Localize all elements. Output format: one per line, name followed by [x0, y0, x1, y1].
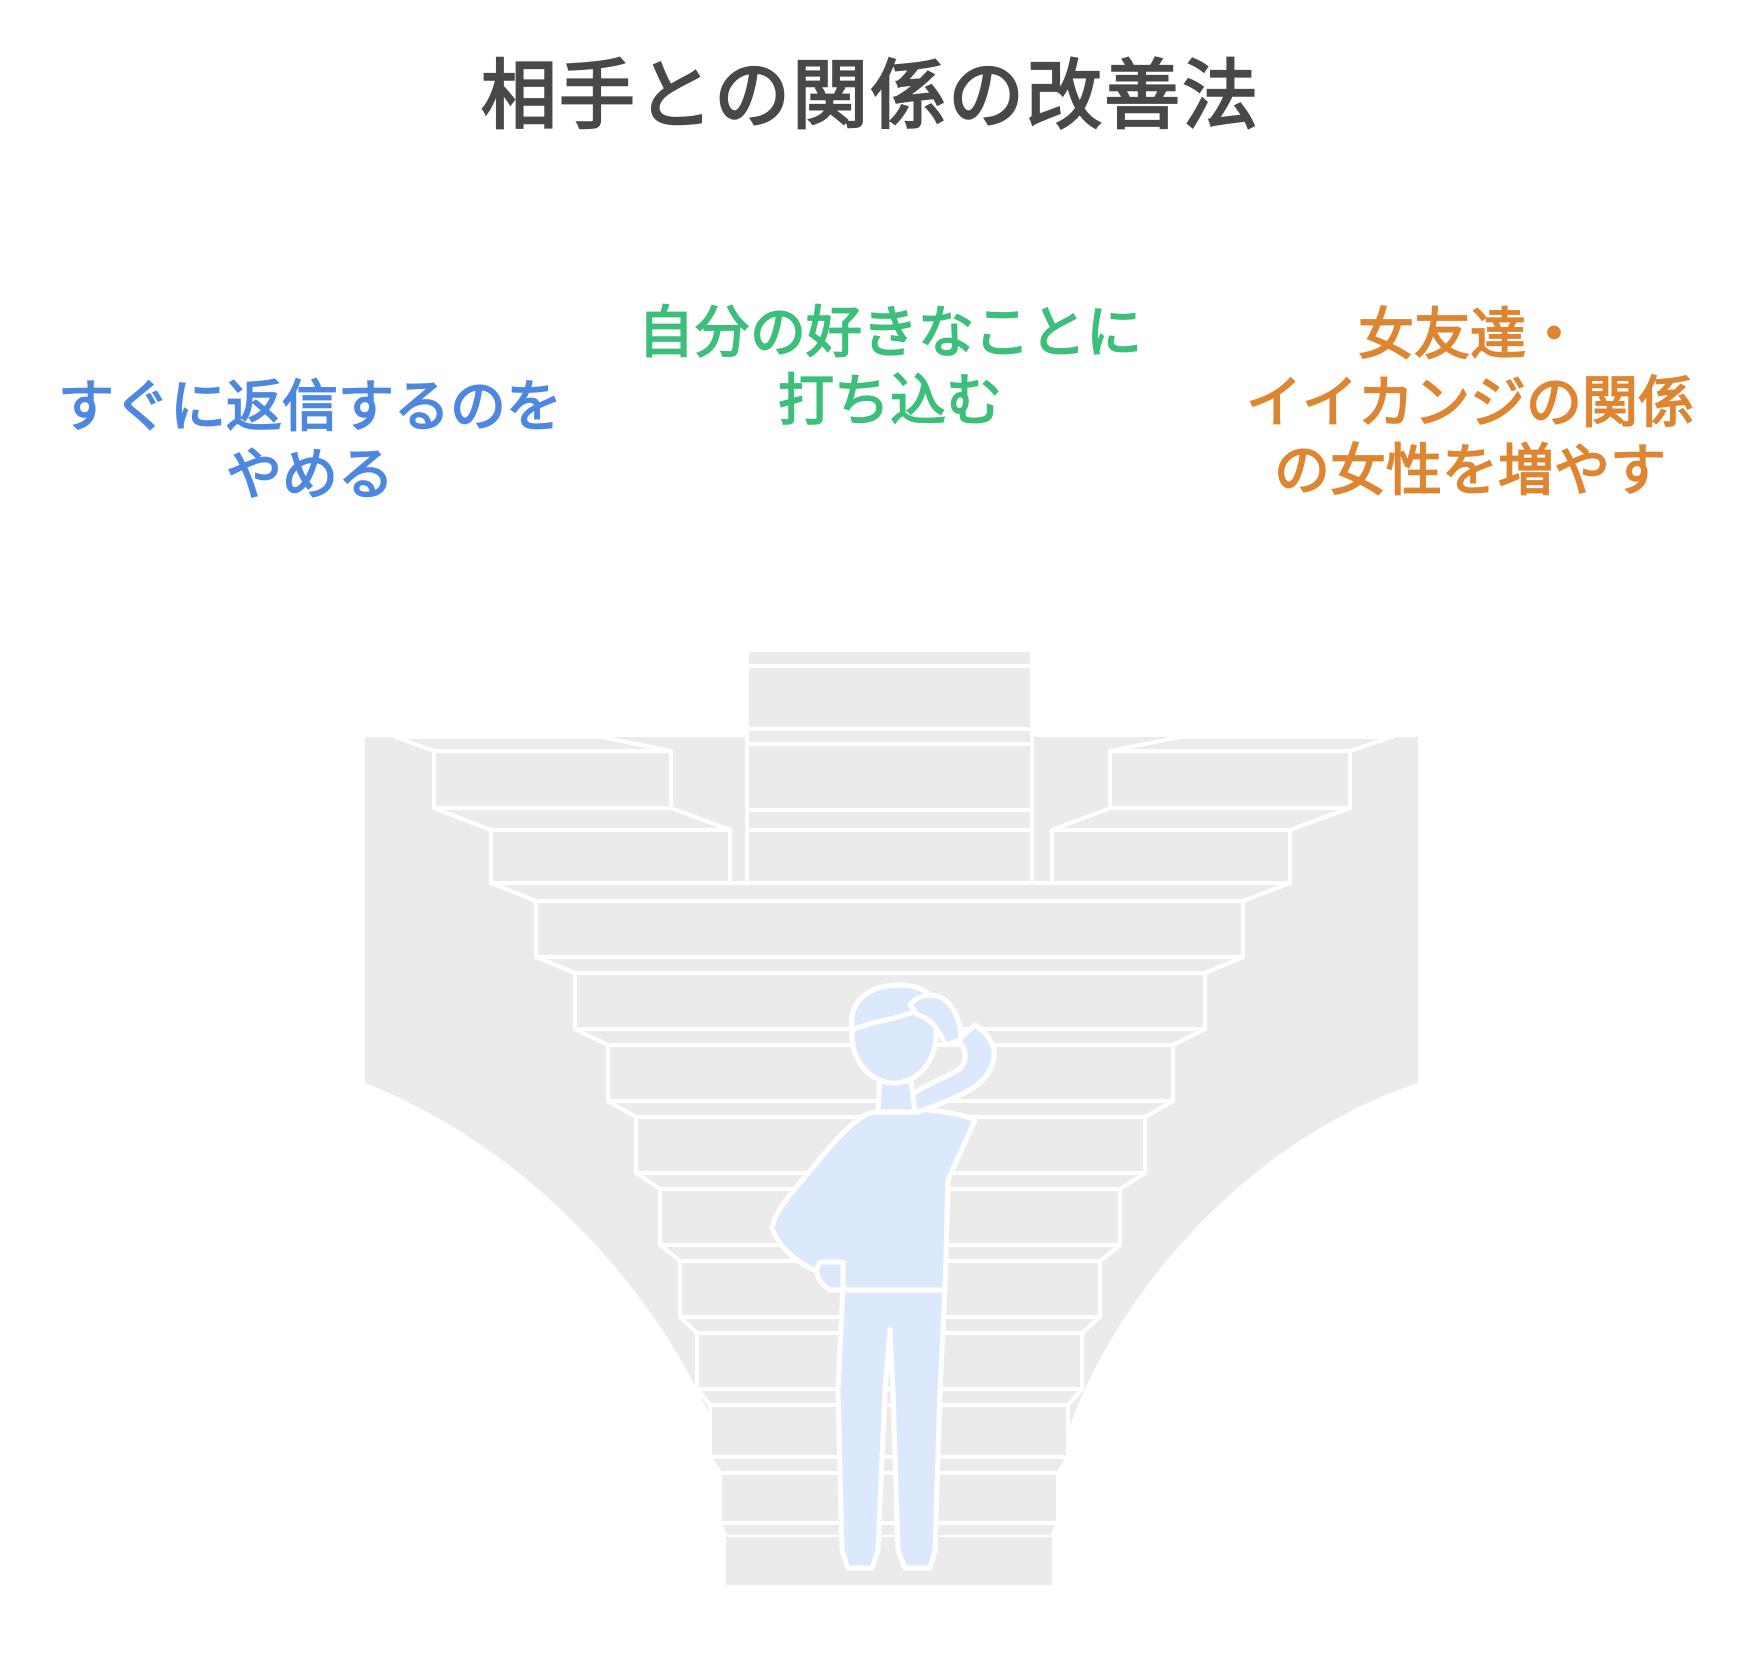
option-right-line-1: 女友達・ — [1358, 303, 1582, 368]
center-column-cap — [745, 648, 1034, 668]
option-right-line-3: の女性を増やす — [1274, 439, 1666, 504]
thinking-person-icon — [769, 982, 997, 1571]
main-step-10 — [726, 1537, 1052, 1585]
person-torso — [769, 1105, 978, 1293]
option-label-right: 女友達・ イイカンジの関係 の女性を増やす — [1210, 302, 1730, 506]
person-legs — [835, 1284, 948, 1571]
option-right-line-2: イイカンジの関係 — [1246, 371, 1694, 436]
main-ledge — [489, 881, 1292, 903]
main-step-1-ledge — [534, 955, 1245, 975]
page-title: 相手との関係の改善法 — [480, 51, 1261, 140]
right-branch-step-2 — [1050, 828, 1292, 885]
main-step-8 — [708, 1403, 1070, 1459]
main-step-1 — [534, 899, 1245, 959]
person-head-hand — [907, 992, 963, 1048]
option-left-line-2: やめる — [226, 443, 394, 508]
center-column-block-1 — [745, 664, 1034, 731]
center-column-band-2 — [745, 808, 1034, 832]
person-raised-arm — [902, 1022, 997, 1115]
option-center-line-2: 打ち込む — [778, 369, 1002, 434]
option-center-line-1: 自分の好きなことに — [638, 301, 1142, 366]
main-step-9 — [718, 1471, 1060, 1525]
main-step-8-ledge — [708, 1455, 1070, 1475]
left-branch-step-2 — [489, 828, 732, 885]
option-left-line-1: すぐに返信するのを — [58, 375, 562, 440]
option-label-center: 自分の好きなことに 打ち込む — [590, 300, 1190, 436]
center-column-block-3 — [745, 828, 1034, 885]
person-hand — [814, 1259, 846, 1293]
right-branch-step-1 — [1108, 749, 1352, 810]
center-column-block-2 — [745, 742, 1034, 812]
center-column-band — [745, 727, 1034, 746]
left-branch-step-1 — [432, 749, 673, 810]
main-step-7-ledge — [695, 1387, 1084, 1407]
main-step-9-ledge — [718, 1521, 1060, 1539]
option-label-left: すぐに返信するのを やめる — [10, 374, 610, 510]
